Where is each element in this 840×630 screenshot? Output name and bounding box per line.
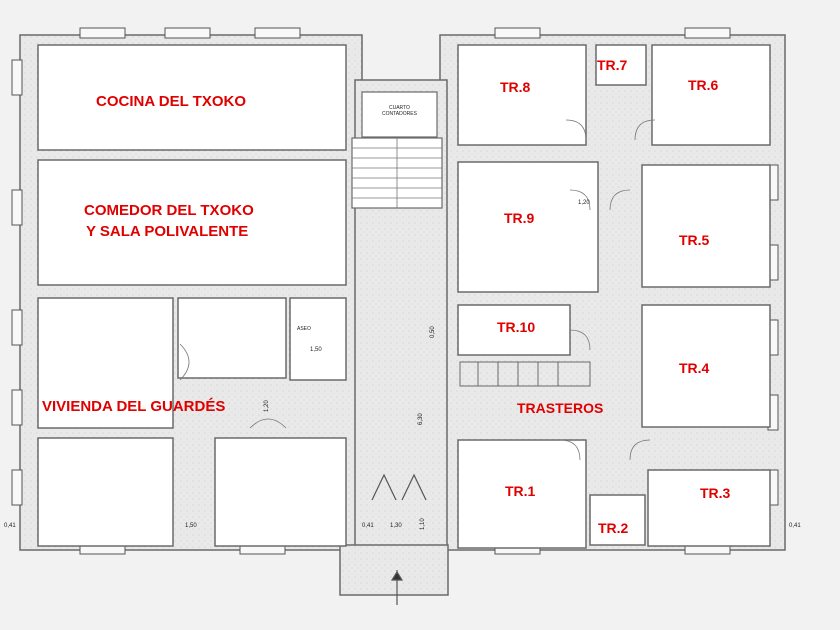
dimension-130: 1,30 [390,523,402,529]
left-rooms [37,44,347,547]
dimension-left: 0,41 [4,523,16,529]
dimension-120: 1,20 [578,200,590,206]
windows [11,27,779,555]
room-label-tr10: TR.10 [497,319,536,335]
room-label-comedor-line2: Y SALA POLIVALENTE [86,223,249,240]
entrance [371,473,427,605]
room-label-tr8: TR.8 [500,79,531,95]
door-arcs [179,119,656,461]
room-label-tr7: TR.7 [597,57,628,73]
dimension-aseo: 1,50 [310,347,322,353]
room-label-comedor-line1: COMEDOR DEL TXOKO [84,202,254,219]
room-label-tr9: TR.9 [504,210,535,226]
dimension-110-vertical: 1,10 [420,518,426,530]
right-rooms [457,44,771,549]
cuarto-line1: CUARTO [388,105,410,111]
room-label-tr3: TR.3 [700,485,731,501]
room-label-cocina: COCINA DEL TXOKO [96,93,247,110]
room-label-tr5: TR.5 [679,232,710,248]
dimension-630-vertical: 6,30 [418,413,424,425]
dimension-bottom-left: 1,50 [185,523,197,529]
dimension-120-vertical: 1,20 [264,400,270,412]
cuarto-line2: CONTADORES [382,110,417,117]
stair-lines [352,138,442,208]
dimension-050-vertical: 0,50 [430,326,436,338]
aseo-label: ASEO [297,326,311,332]
dimension-center: 0,41 [362,523,374,529]
room-label-tr1: TR.1 [505,483,536,499]
room-label-tr2: TR.2 [598,520,629,536]
room-label-tr6: TR.6 [688,77,719,93]
room-label-vivienda: VIVIENDA DEL GUARDÉS [42,398,226,415]
cuarto-contadores-label: CUARTO CONTADORES [382,105,417,117]
storage-cubicles [459,361,591,387]
room-label-tr4: TR.4 [679,360,710,376]
room-label-trasteros: TRASTEROS [517,400,604,416]
dimension-right: 0,41 [789,523,801,529]
